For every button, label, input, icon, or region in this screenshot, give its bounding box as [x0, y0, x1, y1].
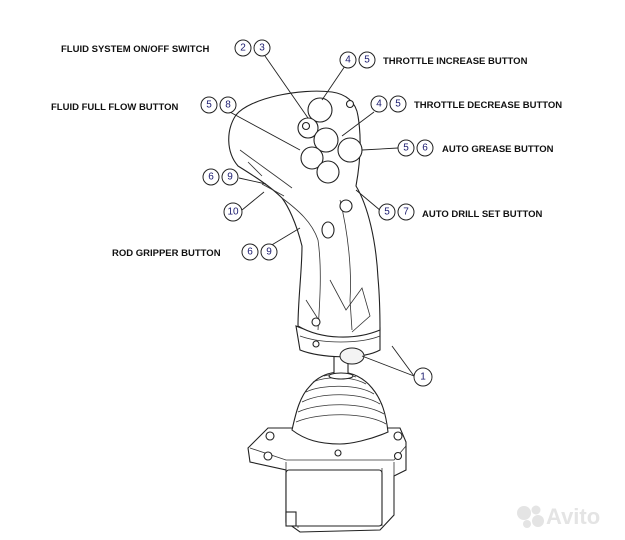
number-bubble: 6	[241, 243, 259, 261]
number-bubble: 7	[397, 203, 415, 221]
callout-throttle-decrease: 4 5 THROTTLE DECREASE BUTTON	[370, 95, 562, 113]
number-bubble: 8	[219, 96, 237, 114]
callout-1: 1	[413, 367, 433, 387]
svg-text:5: 5	[384, 207, 390, 218]
number-bubble: 5	[358, 51, 376, 69]
watermark: Avito	[517, 504, 600, 529]
svg-text:4: 4	[345, 55, 351, 66]
number-bubble: 10	[223, 202, 243, 222]
label-auto-drill-set: AUTO DRILL SET BUTTON	[422, 209, 542, 220]
number-bubble: 4	[339, 51, 357, 69]
svg-text:2: 2	[240, 43, 246, 54]
label-rod-gripper: ROD GRIPPER BUTTON	[112, 248, 221, 259]
svg-text:6: 6	[422, 143, 428, 154]
number-bubble: 1	[413, 367, 433, 387]
joystick-drawing	[228, 90, 407, 533]
number-bubble: 9	[260, 243, 278, 261]
number-bubble: 5	[200, 96, 218, 114]
label-fluid-full-flow: FLUID FULL FLOW BUTTON	[51, 102, 178, 113]
number-bubble: 4	[370, 95, 388, 113]
leader-lines	[227, 55, 415, 377]
label-fluid-system-switch: FLUID SYSTEM ON/OFF SWITCH	[61, 44, 209, 55]
number-bubble: 5	[389, 95, 407, 113]
watermark-text: Avito	[546, 504, 600, 529]
label-throttle-decrease: THROTTLE DECREASE BUTTON	[414, 100, 562, 111]
number-bubble: 5	[378, 203, 396, 221]
number-bubble: 6	[202, 168, 220, 186]
svg-text:9: 9	[227, 172, 233, 183]
callout-rod-gripper: ROD GRIPPER BUTTON 6 9	[112, 243, 278, 261]
svg-text:8: 8	[225, 100, 231, 111]
rubber-boot	[291, 371, 389, 445]
svg-text:5: 5	[206, 100, 212, 111]
svg-text:9: 9	[266, 247, 272, 258]
callout-auto-grease: 5 6 AUTO GREASE BUTTON	[397, 139, 554, 157]
svg-text:1: 1	[420, 372, 426, 383]
avito-logo-icon	[517, 505, 544, 528]
number-bubble: 5	[397, 139, 415, 157]
svg-text:10: 10	[227, 207, 239, 218]
button-cluster	[297, 97, 363, 213]
callout-fluid-system-switch: FLUID SYSTEM ON/OFF SWITCH 2 3	[61, 39, 271, 57]
number-bubble: 9	[221, 168, 239, 186]
svg-text:4: 4	[376, 99, 382, 110]
callout-auto-drill-set: 5 7 AUTO DRILL SET BUTTON	[378, 203, 542, 221]
svg-text:5: 5	[395, 99, 401, 110]
svg-text:3: 3	[259, 43, 265, 54]
joystick-base	[247, 427, 407, 533]
number-bubble: 2	[234, 39, 252, 57]
number-bubble: 6	[416, 139, 434, 157]
svg-text:6: 6	[247, 247, 253, 258]
number-bubble: 3	[253, 39, 271, 57]
callout-fluid-full-flow: FLUID FULL FLOW BUTTON 5 8	[51, 96, 237, 114]
label-auto-grease: AUTO GREASE BUTTON	[442, 144, 554, 155]
svg-text:7: 7	[403, 207, 409, 218]
svg-text:6: 6	[208, 172, 214, 183]
callout-unlabeled-6-9: 6 9	[202, 168, 239, 186]
label-throttle-increase: THROTTLE INCREASE BUTTON	[383, 56, 528, 67]
callout-unlabeled-10: 10	[223, 202, 243, 222]
callout-throttle-increase: 4 5 THROTTLE INCREASE BUTTON	[339, 51, 528, 69]
svg-text:5: 5	[403, 143, 409, 154]
svg-text:5: 5	[364, 55, 370, 66]
